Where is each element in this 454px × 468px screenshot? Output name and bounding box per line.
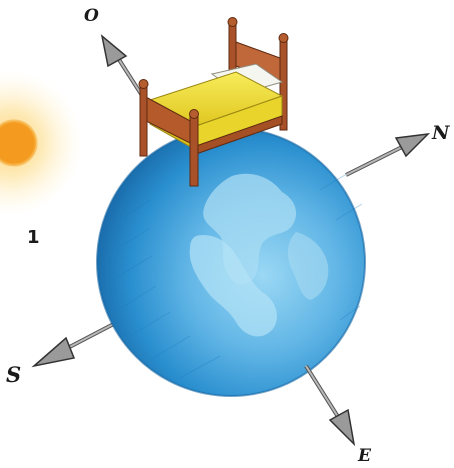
north-label: N <box>432 124 449 143</box>
east-arrow <box>306 366 354 444</box>
up-label: O <box>84 8 99 25</box>
sun-icon <box>0 71 82 215</box>
earth-globe-icon <box>97 128 365 396</box>
south-label: S <box>6 364 21 385</box>
north-arrow <box>346 134 428 175</box>
figure-number: 1 <box>27 229 40 247</box>
east-label: E <box>358 448 371 465</box>
